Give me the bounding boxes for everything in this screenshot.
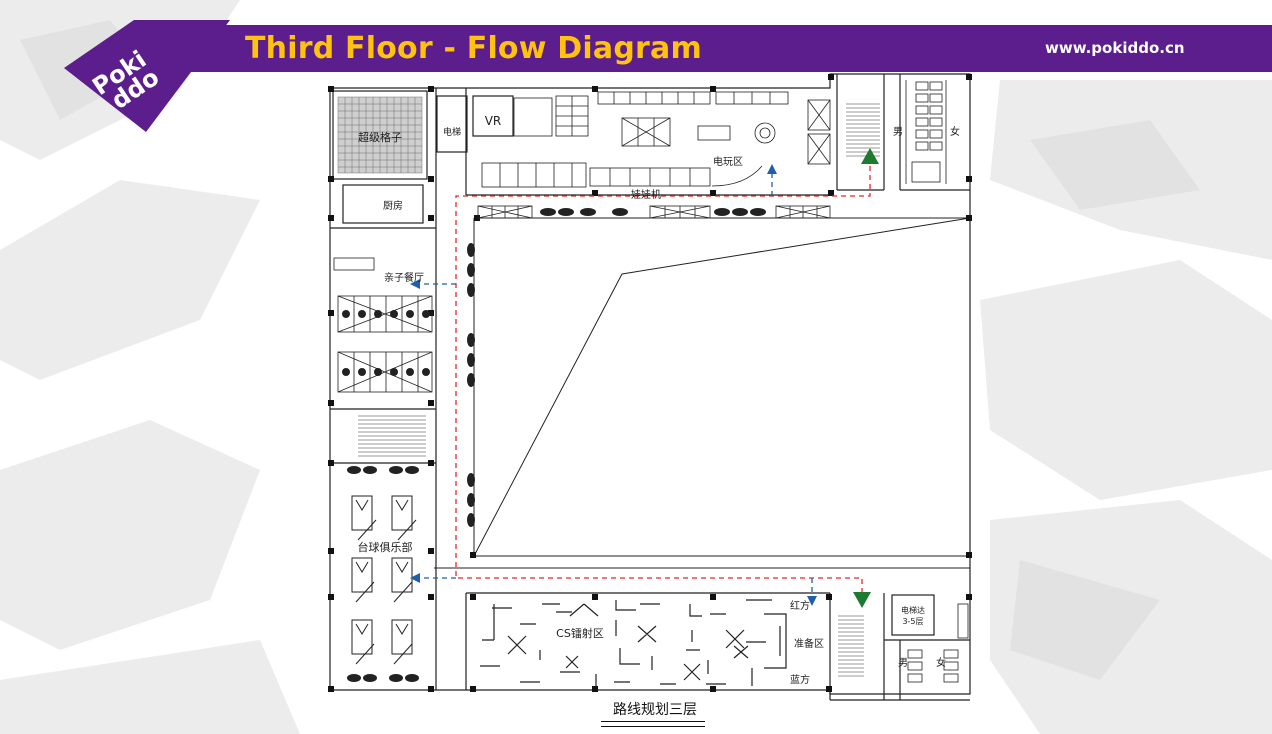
room-label-male-top: 男 — [893, 126, 903, 138]
website-url: www.pokiddo.cn — [1045, 39, 1185, 57]
room-label-male-bottom: 男 — [898, 657, 908, 669]
room-label-vr: VR — [485, 114, 502, 128]
room-label-elevator: 电梯 — [443, 126, 461, 138]
room-label-super-grid: 超级格子 — [358, 130, 402, 144]
room-label-female-bottom: 女 — [936, 656, 946, 669]
room-label-family-restaurant: 亲子餐厅 — [384, 271, 424, 284]
pokiddo-logo: Poki ddo — [64, 20, 230, 132]
room-label-arcade: 电玩区 — [713, 155, 743, 168]
room-label-elevator-3-5-line1: 电梯达 — [901, 605, 925, 615]
floor-plan-caption: 路线规划三层 — [613, 702, 697, 718]
room-label-elevator-3-5-line2: 3-5层 — [902, 617, 923, 626]
room-label-red-team: 红方 — [790, 599, 810, 612]
room-label-kitchen: 厨房 — [383, 199, 403, 212]
room-label-blue-team: 蓝方 — [790, 673, 810, 686]
room-label-prep-area: 准备区 — [794, 637, 824, 650]
page-title: Third Floor - Flow Diagram — [245, 31, 702, 66]
room-label-female-top: 女 — [950, 125, 960, 138]
room-label-cs-laser: CS镭射区 — [556, 626, 604, 640]
room-label-billiards: 台球俱乐部 — [358, 540, 413, 554]
room-label-claw-machines: 娃娃机 — [631, 188, 661, 201]
header-band — [190, 25, 1272, 72]
caption-underline — [601, 721, 705, 727]
floor-plan: 超级格子 电梯 VR 厨房 亲子餐厅 电玩区 娃娃机 台球俱乐部 CS镭射区 红… — [328, 72, 976, 701]
